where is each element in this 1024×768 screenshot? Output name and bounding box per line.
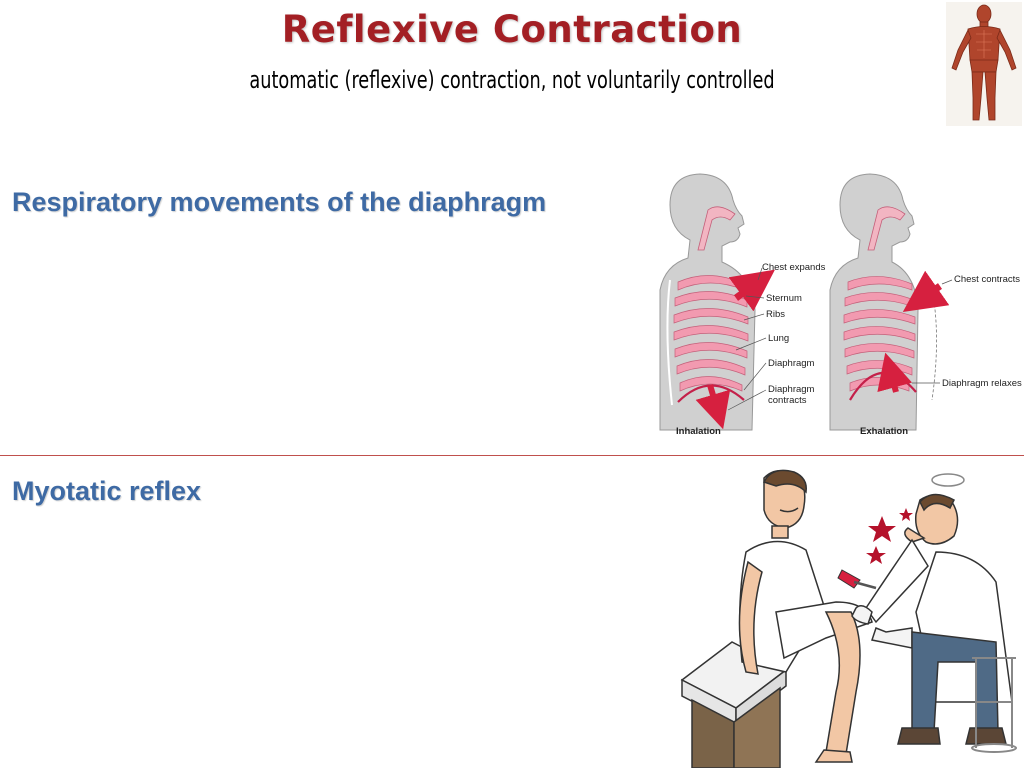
exhalation-figure: Chest contracts Diaphragm relaxes Exhala… — [829, 173, 1022, 437]
inhalation-figure: Chest expands Sternum Ribs Lung Diaphrag… — [659, 173, 826, 437]
label-sternum: Sternum — [766, 293, 802, 304]
reflex-hammer — [837, 569, 877, 590]
doctor-figure — [851, 473, 1013, 745]
label-chest-expands: Chest expands — [762, 262, 826, 273]
caption-inhalation: Inhalation — [676, 426, 721, 437]
label-diaphragm-contracts-1: Diaphragm — [768, 384, 815, 395]
label-chest-contracts: Chest contracts — [954, 274, 1020, 285]
impact-stars — [866, 508, 913, 564]
slide-title: Reflexive Contraction — [281, 8, 743, 51]
label-ribs: Ribs — [766, 309, 785, 320]
muscle-figure-icon — [946, 2, 1022, 126]
slide-subtitle: automatic (reflexive) contraction, not v… — [249, 66, 775, 94]
section-heading-respiratory: Respiratory movements of the diaphragm — [12, 187, 547, 217]
patient-figure — [738, 469, 873, 763]
label-lung: Lung — [768, 333, 789, 344]
doctor-cartoon-illustration — [680, 469, 1017, 768]
label-diaphragm: Diaphragm — [768, 358, 815, 369]
doctor-stool — [971, 657, 1017, 753]
section-heading-myotatic: Myotatic reflex — [12, 476, 202, 506]
diaphragm-diagram: Chest expands Sternum Ribs Lung Diaphrag… — [659, 173, 1022, 437]
caption-exhalation: Exhalation — [860, 426, 908, 437]
section-divider — [0, 455, 1024, 456]
label-diaphragm-relaxes: Diaphragm relaxes — [942, 378, 1022, 389]
label-diaphragm-contracts-2: contracts — [768, 395, 807, 406]
